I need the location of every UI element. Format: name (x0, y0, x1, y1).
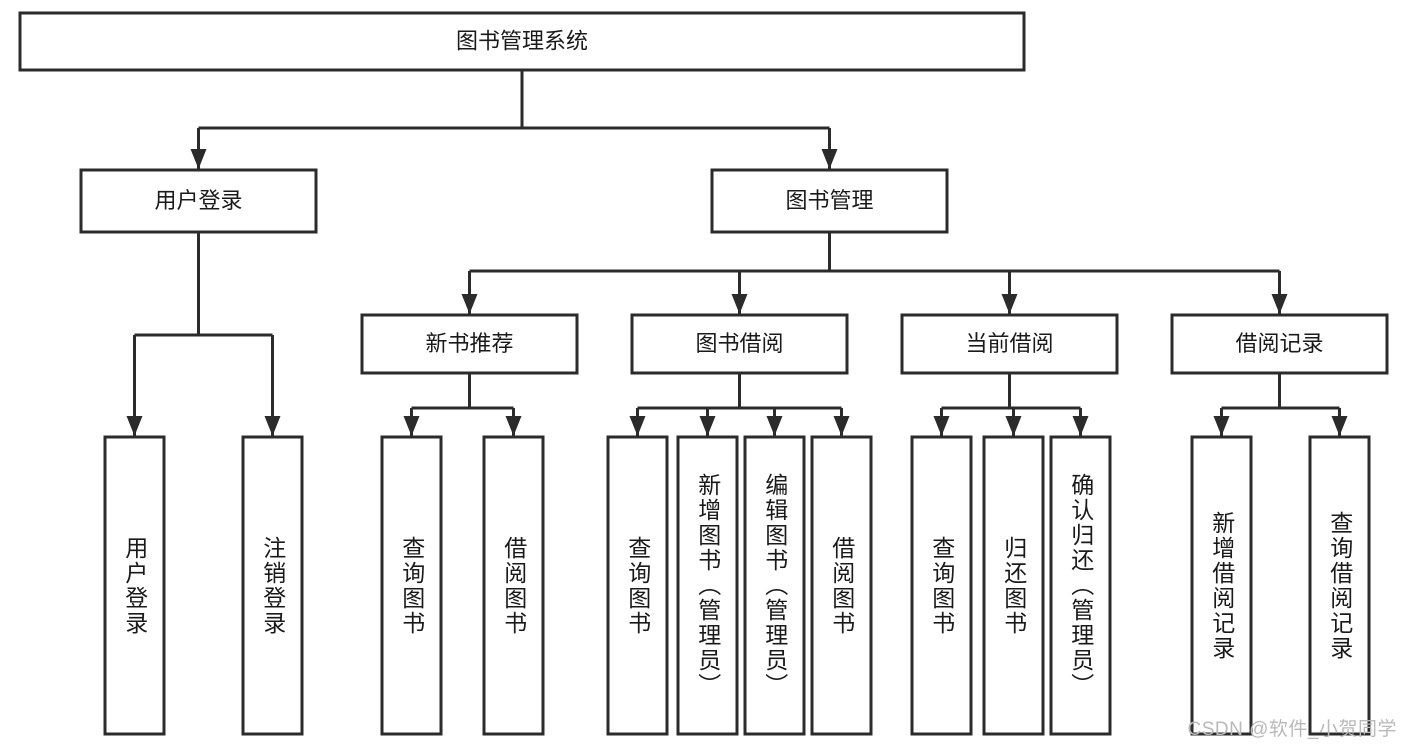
node-leaf-query-book-1[interactable] (380, 435, 443, 736)
node-book-borrow[interactable] (630, 313, 849, 375)
connector-group (126, 70, 1348, 436)
node-leaf-query-book-3[interactable] (910, 435, 973, 736)
node-user-login[interactable] (79, 168, 318, 234)
arrow-down-icon-leaf-query-book-3 (933, 416, 950, 436)
arrow-down-icon-leaf-query-record (1331, 416, 1348, 436)
arrow-down-icon-leaf-query-book-2 (629, 416, 646, 436)
node-borrow-record[interactable] (1170, 313, 1389, 375)
node-book-manage-label: 图书管理 (785, 188, 873, 213)
arrow-down-icon-leaf-add-book (699, 416, 716, 436)
node-leaf-user-login[interactable] (103, 435, 166, 736)
node-leaf-add-book[interactable] (676, 435, 739, 736)
arrow-down-icon-leaf-user-login (126, 416, 143, 436)
arrow-down-icon-book-borrow (731, 294, 748, 314)
arrow-down-icon-leaf-confirm-return (1072, 416, 1089, 436)
node-book-borrow-label: 图书借阅 (695, 331, 783, 356)
arrow-down-icon-leaf-edit-book (766, 416, 783, 436)
node-current-borrow-label: 当前借阅 (965, 331, 1053, 356)
node-root[interactable] (18, 11, 1026, 72)
node-leaf-query-book-2[interactable] (606, 435, 669, 736)
node-new-book-recommend[interactable] (360, 313, 579, 375)
node-leaf-confirm-return[interactable] (1049, 435, 1112, 736)
arrow-down-icon-leaf-borrow-book-1 (505, 416, 522, 436)
arrow-down-icon-borrow-record (1271, 294, 1288, 314)
node-leaf-return-book[interactable] (982, 435, 1045, 736)
node-current-borrow[interactable] (900, 313, 1119, 375)
node-leaf-borrow-book-2[interactable] (810, 435, 873, 736)
node-leaf-edit-book[interactable] (743, 435, 806, 736)
node-leaf-borrow-book-1[interactable] (482, 435, 545, 736)
watermark-text: CSDN @软件_小贺同学 (1187, 719, 1397, 740)
arrow-down-icon-leaf-add-record (1213, 416, 1230, 436)
arrow-down-icon-leaf-query-book-1 (403, 416, 420, 436)
node-root-label: 图书管理系统 (456, 28, 588, 53)
arrow-down-icon-user-login (190, 149, 207, 169)
arrow-down-icon-leaf-return-book (1005, 416, 1022, 436)
arrow-down-icon-new-book-recommend (461, 294, 478, 314)
node-leaf-logout[interactable] (241, 435, 304, 736)
node-borrow-record-label: 借阅记录 (1235, 331, 1323, 356)
arrow-down-icon-book-manage (821, 149, 838, 169)
arrow-down-icon-leaf-logout (264, 416, 281, 436)
node-book-manage[interactable] (710, 168, 949, 234)
arrow-down-icon-current-borrow (1001, 294, 1018, 314)
node-user-login-label: 用户登录 (154, 188, 242, 213)
node-leaf-add-record[interactable] (1190, 435, 1253, 736)
node-new-book-recommend-label: 新书推荐 (425, 331, 513, 356)
node-leaf-query-record[interactable] (1308, 435, 1371, 736)
arrow-down-icon-leaf-borrow-book-2 (833, 416, 850, 436)
